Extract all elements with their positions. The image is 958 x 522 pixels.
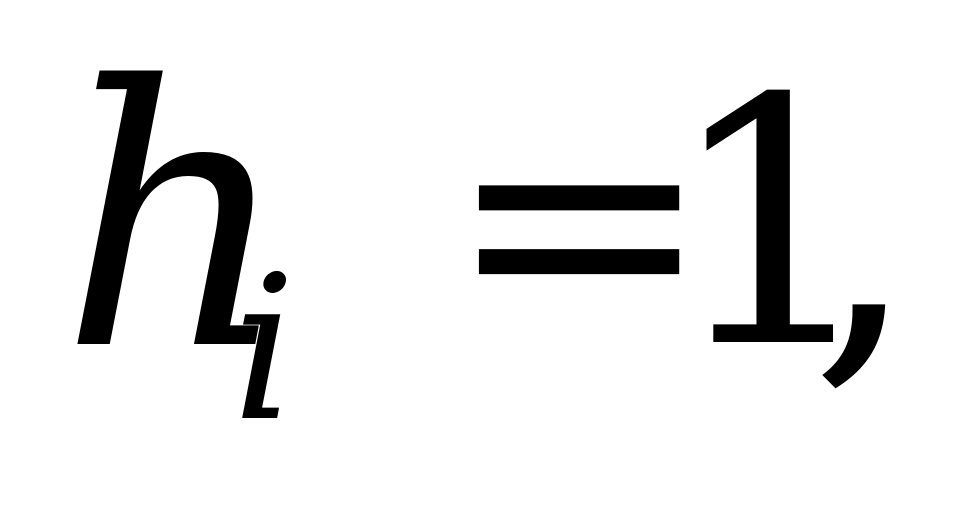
value-one: 1 <box>665 27 882 423</box>
variable-h: h <box>60 10 292 429</box>
comma: , <box>810 27 919 423</box>
subscript-i: i <box>232 233 296 466</box>
equals-sign: = <box>445 34 714 406</box>
